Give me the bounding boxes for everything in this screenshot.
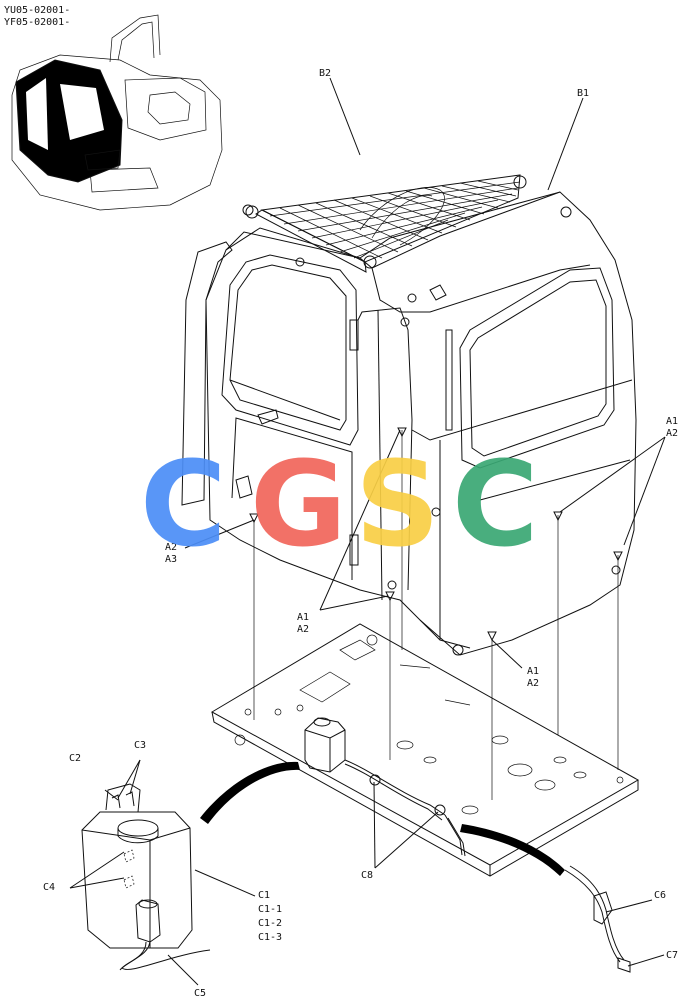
excavator-thumbnail bbox=[11, 14, 223, 211]
operator-cab bbox=[181, 191, 637, 656]
watermark-letter-s: S bbox=[355, 435, 440, 573]
cab-floor-plate bbox=[210, 623, 640, 877]
watermark-letter-c2: C bbox=[452, 435, 539, 573]
cgsc-watermark-logo: C G S C bbox=[140, 435, 539, 573]
label-a1-lower: A1 bbox=[527, 666, 539, 677]
watermark-letter-g: G bbox=[250, 435, 347, 573]
label-c1-2: C1-2 bbox=[258, 918, 282, 929]
watermark-letter-c1: C bbox=[140, 435, 227, 573]
serial-range-2: YF05-02001- bbox=[4, 17, 70, 28]
label-b1: B1 bbox=[577, 88, 589, 99]
label-a3-left: A3 bbox=[165, 554, 177, 565]
label-c1: C1 bbox=[258, 890, 270, 901]
label-c7: C7 bbox=[666, 950, 678, 961]
washer-pump-assembly bbox=[304, 717, 466, 857]
label-c6: C6 bbox=[654, 890, 666, 901]
label-c1-3: C1-3 bbox=[258, 932, 282, 943]
washer-nozzle-hose bbox=[564, 865, 631, 973]
label-a2-lower: A2 bbox=[527, 678, 539, 689]
callout-leaders bbox=[69, 77, 666, 986]
continuation-break-mark-left bbox=[200, 761, 300, 824]
washer-tank bbox=[81, 783, 211, 971]
label-c3: C3 bbox=[134, 740, 146, 751]
continuation-break-mark-right bbox=[460, 824, 565, 876]
bolts bbox=[249, 427, 623, 642]
label-c8: C8 bbox=[361, 870, 373, 881]
bolt-guide-lines bbox=[253, 430, 619, 800]
label-c2: C2 bbox=[69, 753, 81, 764]
label-a2-right: A2 bbox=[666, 428, 678, 439]
label-a1-center: A1 bbox=[297, 612, 309, 623]
label-c1-1: C1-1 bbox=[258, 904, 282, 915]
label-c4: C4 bbox=[43, 882, 55, 893]
label-b2: B2 bbox=[319, 68, 331, 79]
label-a2-left: A2 bbox=[165, 542, 177, 553]
roof-guard-grid bbox=[245, 174, 572, 273]
label-a1-right: A1 bbox=[666, 416, 678, 427]
label-c5: C5 bbox=[194, 988, 206, 999]
label-a2-center: A2 bbox=[297, 624, 309, 635]
serial-range-1: YU05-02001- bbox=[4, 5, 70, 16]
